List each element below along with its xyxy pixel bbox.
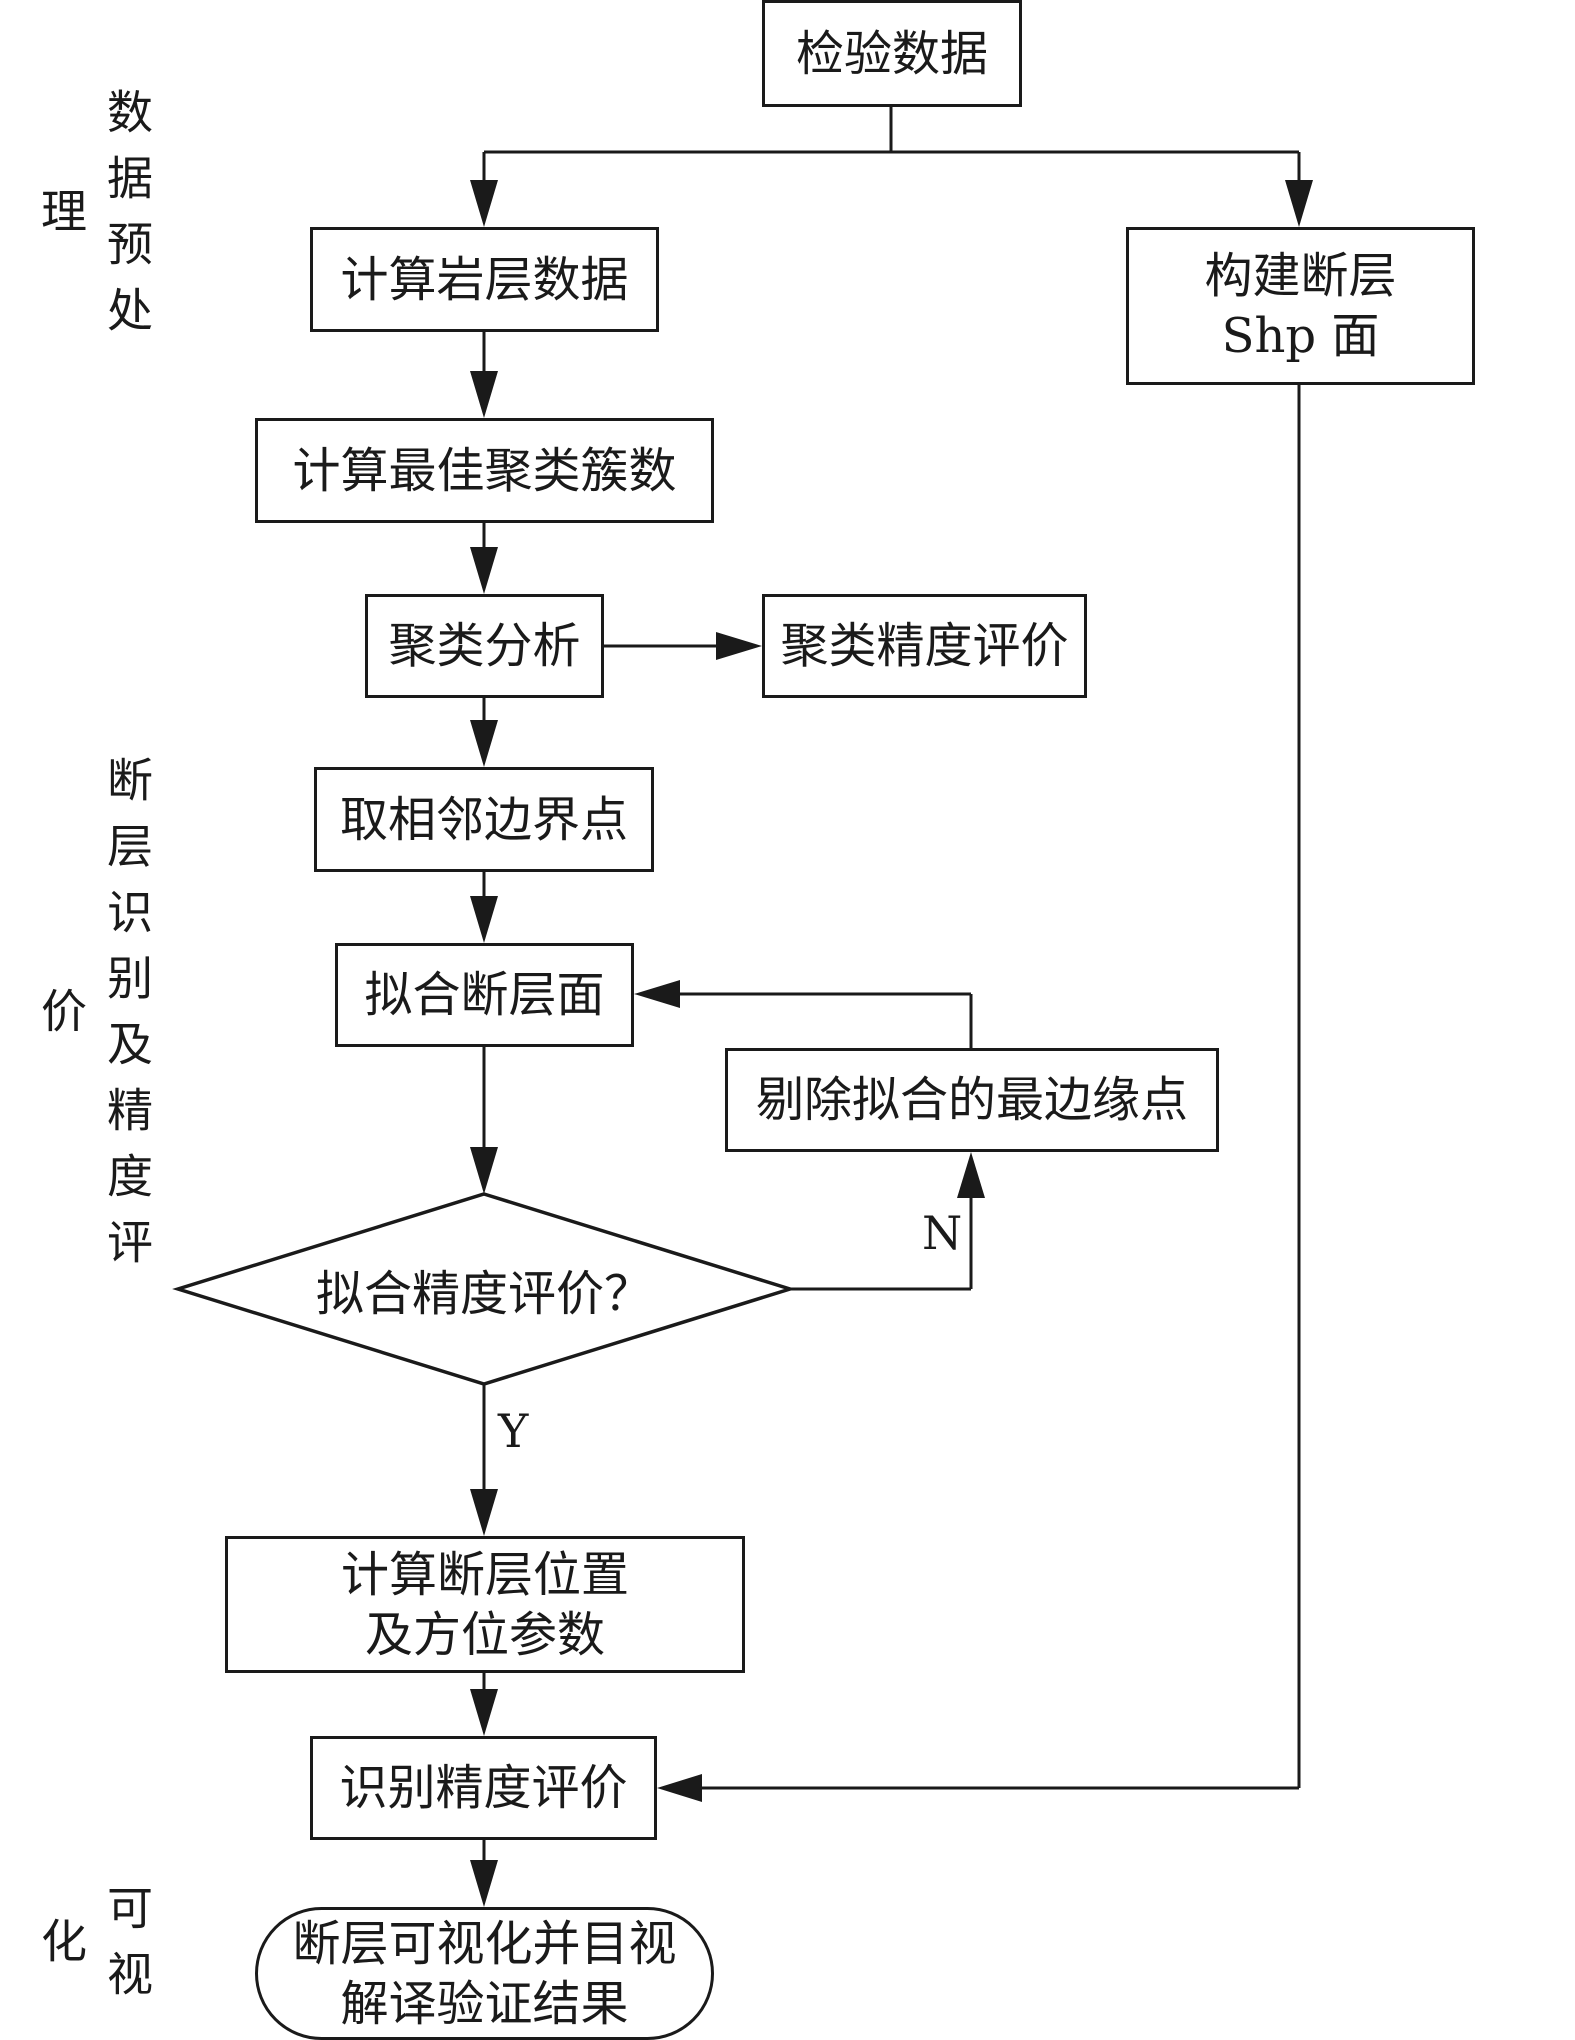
arrow-head-identify [470, 1689, 498, 1736]
node-cluster-accuracy[interactable]: 聚类精度评价 [762, 594, 1087, 698]
arrow-head-fit-loop [634, 980, 680, 1008]
stage-label-identify: 断层识别及精度评价 [34, 756, 154, 1284]
node-calc-strata[interactable]: 计算岩层数据 [310, 227, 659, 332]
node-calc-best-k[interactable]: 计算最佳聚类簇数 [255, 418, 714, 523]
arrow-head-best-k [470, 371, 498, 418]
arrow-head-decision [470, 1147, 498, 1194]
arrow-head-fit [470, 896, 498, 943]
arrow-head-visualize [470, 1860, 498, 1907]
edge-label-no: N [922, 1206, 963, 1260]
node-adjacent-boundary[interactable]: 取相邻边界点 [314, 767, 654, 872]
node-cluster-analysis[interactable]: 聚类分析 [365, 594, 604, 698]
arrow-head-build-shp [1285, 180, 1313, 227]
stage-label-preprocess: 数据预处理 [34, 88, 154, 352]
arrow-head-adjacent [470, 720, 498, 767]
stage-label-visualize: 可视化 [34, 1884, 154, 2016]
arrow-head-cluster [470, 547, 498, 594]
arrow-head-remove [957, 1152, 985, 1198]
node-remove-edge-points[interactable]: 剔除拟合的最边缘点 [725, 1048, 1219, 1152]
decision-diamond [172, 1192, 796, 1386]
arrow-head-accuracy [716, 632, 762, 660]
arrow-head-identify-side [657, 1774, 702, 1802]
node-build-fault-shp[interactable]: 构建断层 Shp 面 [1126, 227, 1475, 385]
arrow-head-params [470, 1489, 498, 1536]
arrow-head-calc-strata [470, 180, 498, 227]
node-calc-fault-params[interactable]: 计算断层位置 及方位参数 [225, 1536, 745, 1673]
node-check-data[interactable]: 检验数据 [762, 0, 1022, 107]
node-visualize-result[interactable]: 断层可视化并目视 解译验证结果 [255, 1907, 714, 2040]
node-fit-fault-plane[interactable]: 拟合断层面 [335, 943, 634, 1047]
decision-fit-accuracy-label[interactable]: 拟合精度评价？ [315, 1266, 652, 1322]
edge-label-yes: Y [498, 1404, 529, 1458]
node-identify-accuracy[interactable]: 识别精度评价 [310, 1736, 657, 1840]
